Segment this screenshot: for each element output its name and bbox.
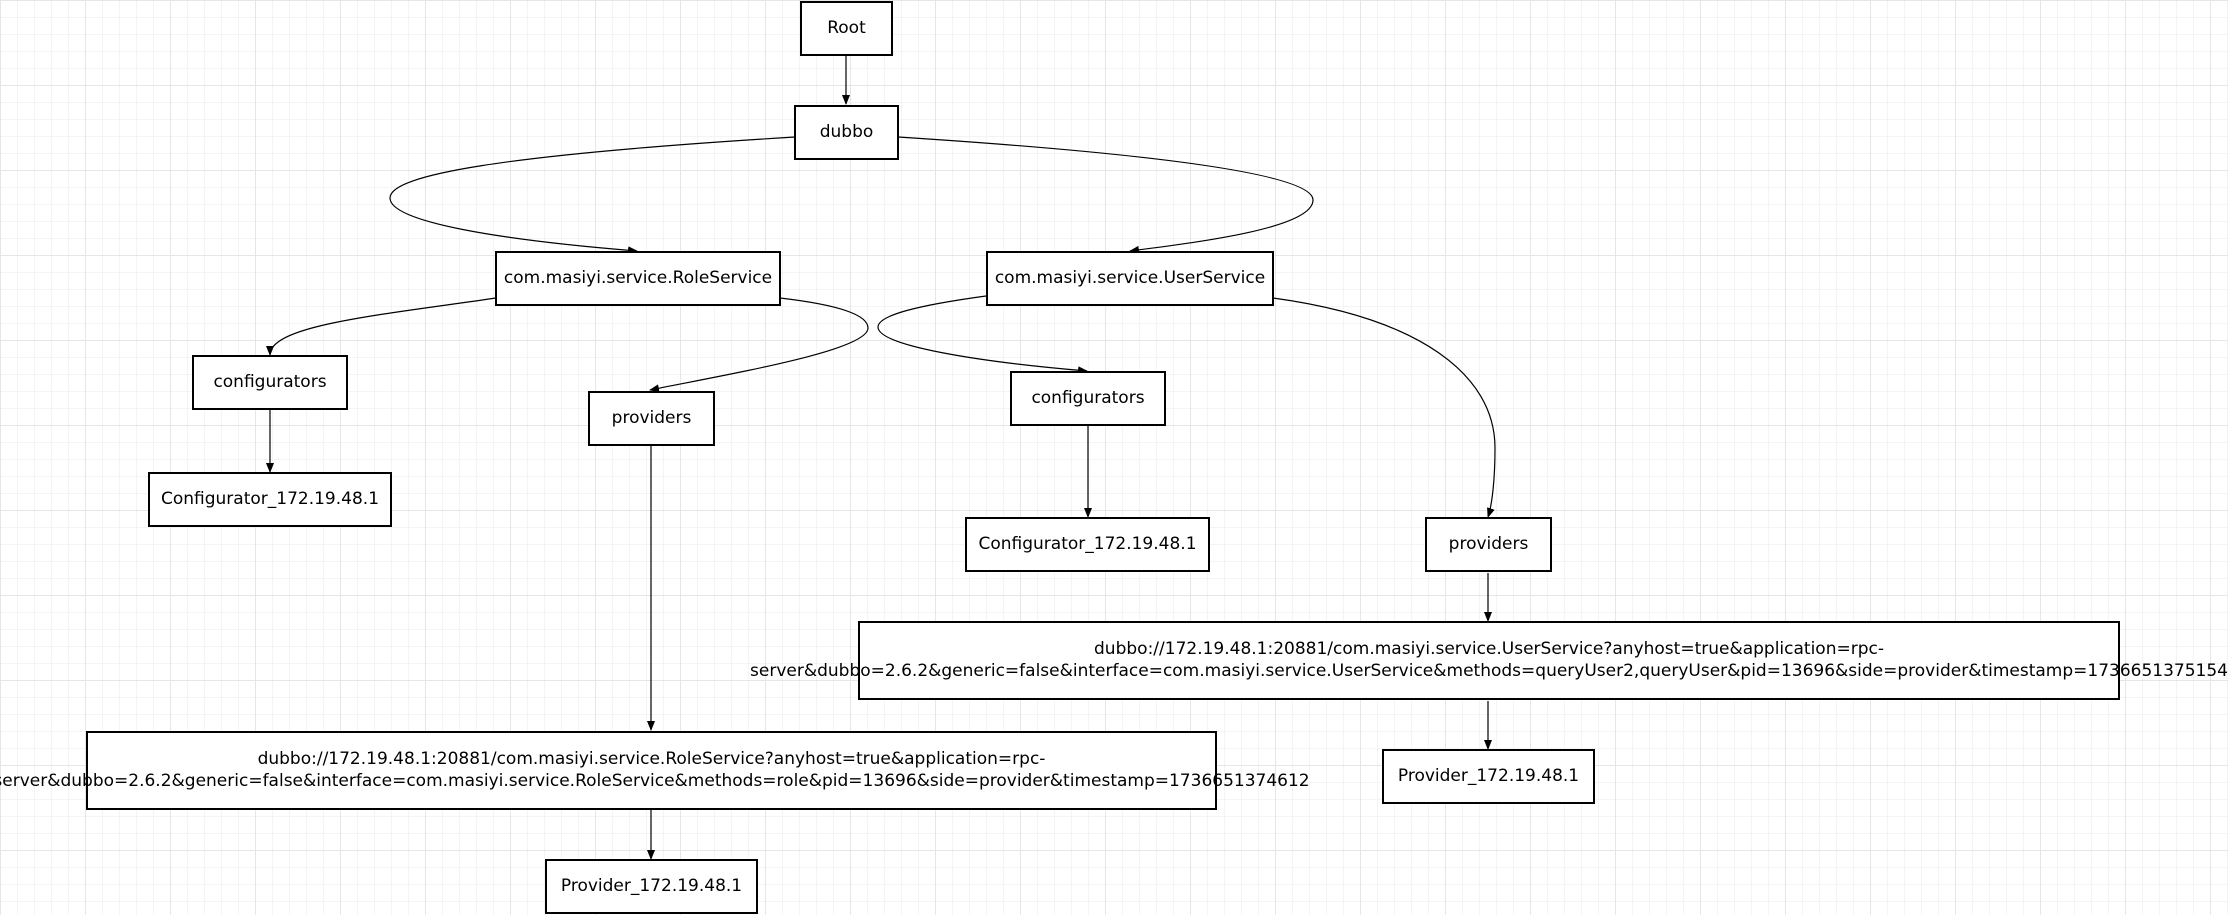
node-role-provider-uri-line2: server&dubbo=2.6.2&generic=false&interfa… xyxy=(0,770,1310,791)
node-role-configurators[interactable]: configurators xyxy=(192,355,348,410)
node-role-provider-uri-line1: dubbo://172.19.48.1:20881/com.masiyi.ser… xyxy=(257,749,1046,770)
node-dubbo[interactable]: dubbo xyxy=(794,105,899,160)
edge-user-service-configurators xyxy=(877,295,1088,375)
node-role-service-label: com.masiyi.service.RoleService xyxy=(503,267,773,288)
edge-user-service-providers xyxy=(1272,297,1496,518)
node-user-provider-uri-line2: server&dubbo=2.6.2&generic=false&interfa… xyxy=(750,660,2228,681)
node-root-label: Root xyxy=(827,17,866,38)
node-user-provider-uri[interactable]: dubbo://172.19.48.1:20881/com.masiyi.ser… xyxy=(750,621,2228,700)
node-user-configurators-label: configurators xyxy=(1031,387,1145,408)
node-user-service-label: com.masiyi.service.UserService xyxy=(994,267,1266,288)
node-role-service[interactable]: com.masiyi.service.RoleService xyxy=(495,251,781,306)
node-user-providers[interactable]: providers xyxy=(1425,517,1552,572)
edge-dubbo-role-service xyxy=(389,136,796,255)
node-user-provider-ip[interactable]: Provider_172.19.48.1 xyxy=(1382,749,1595,804)
node-role-provider-ip[interactable]: Provider_172.19.48.1 xyxy=(545,859,758,914)
node-role-configurator-ip-label: Configurator_172.19.48.1 xyxy=(160,488,380,509)
node-user-provider-uri-line1: dubbo://172.19.48.1:20881/com.masiyi.ser… xyxy=(1094,639,1884,660)
edge-role-service-providers xyxy=(649,297,869,393)
node-root[interactable]: Root xyxy=(800,1,893,56)
node-user-provider-ip-label: Provider_172.19.48.1 xyxy=(1397,765,1580,786)
node-role-providers-label: providers xyxy=(611,407,692,428)
node-dubbo-label: dubbo xyxy=(819,121,874,142)
node-role-provider-ip-label: Provider_172.19.48.1 xyxy=(560,875,743,896)
node-user-service[interactable]: com.masiyi.service.UserService xyxy=(986,251,1274,306)
node-role-providers[interactable]: providers xyxy=(588,391,715,446)
node-user-configurators[interactable]: configurators xyxy=(1010,371,1166,426)
node-role-provider-uri[interactable]: dubbo://172.19.48.1:20881/com.masiyi.ser… xyxy=(0,731,1310,810)
node-role-configurators-label: configurators xyxy=(213,371,327,392)
node-role-configurator-ip[interactable]: Configurator_172.19.48.1 xyxy=(148,472,392,527)
node-user-configurator-ip-label: Configurator_172.19.48.1 xyxy=(978,533,1197,554)
node-user-providers-label: providers xyxy=(1448,533,1529,554)
node-user-configurator-ip[interactable]: Configurator_172.19.48.1 xyxy=(965,517,1210,572)
edge-role-service-configurators xyxy=(266,297,497,356)
edge-dubbo-user-service xyxy=(897,136,1314,254)
